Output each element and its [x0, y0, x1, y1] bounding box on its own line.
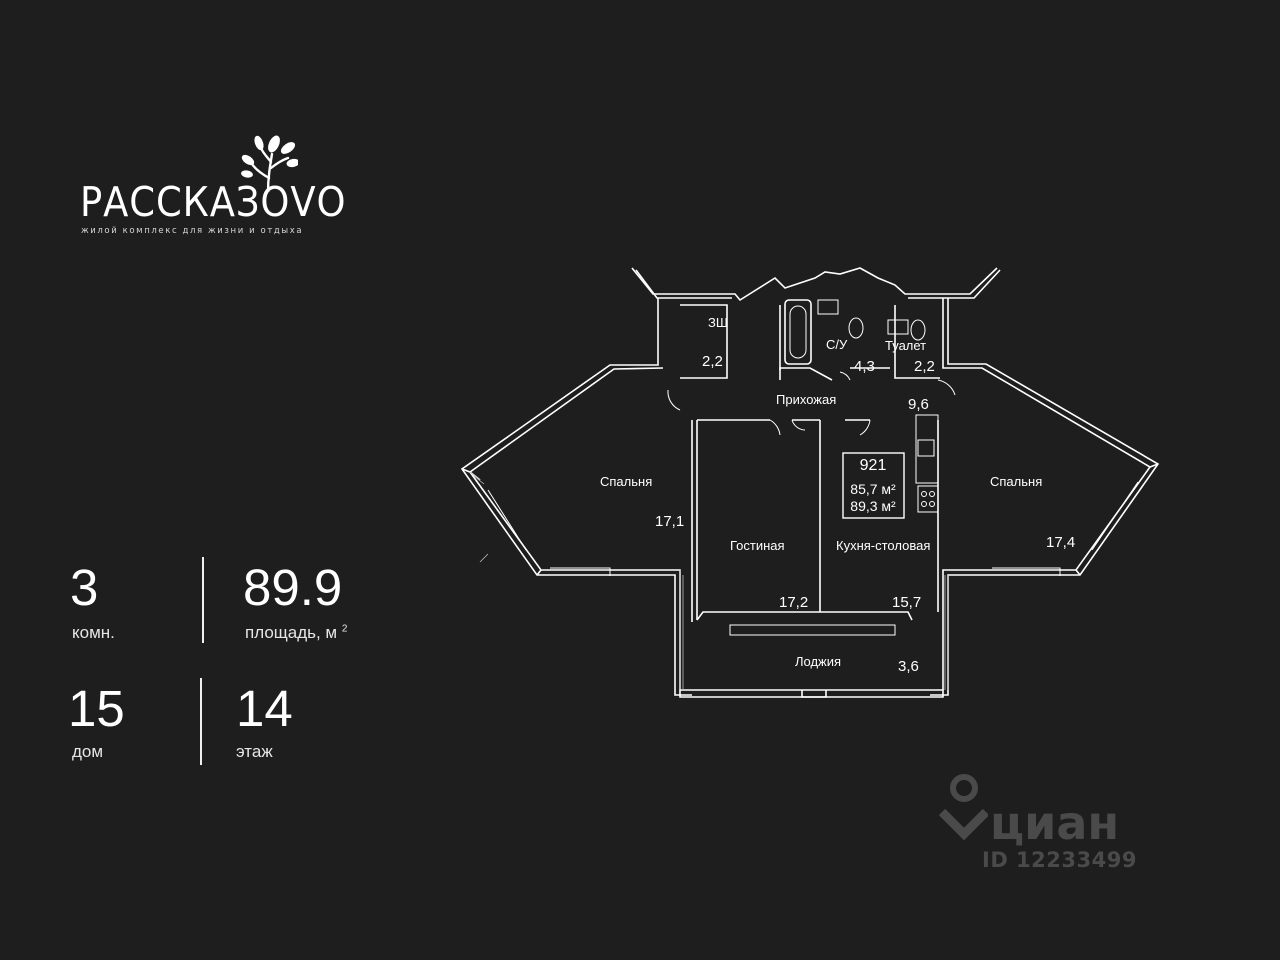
cian-watermark: циан ID 12233499 [938, 772, 1168, 882]
area-label: площадь, м 2 [245, 623, 347, 643]
plan-outer-wall [460, 298, 692, 696]
plan-door [859, 419, 871, 436]
room-area: 9,6 [908, 396, 929, 413]
floor-value: 14 [236, 680, 293, 737]
plan-door [791, 419, 806, 431]
stats-divider [200, 678, 202, 765]
watermark-listing-id: ID 12233499 [982, 848, 1137, 872]
plan-toilet [910, 319, 926, 341]
plan-window [1091, 481, 1139, 551]
room-label: Лоджия [795, 654, 841, 669]
area-value: 89.9 [243, 559, 343, 616]
area-label-text: площадь, м [245, 623, 338, 642]
room-label: Спальня [600, 474, 652, 489]
plan-loggia [729, 624, 896, 636]
room-area: 15,7 [892, 594, 921, 611]
apartment-number: 921 [860, 457, 887, 474]
plan-door [937, 379, 956, 396]
plan-door [667, 389, 681, 411]
room-area: 17,2 [779, 594, 808, 611]
room-label: Гостиная [730, 538, 785, 553]
plan-toilet [848, 317, 864, 339]
rooms-label: комн. [72, 623, 115, 642]
rooms-value: 3 [70, 559, 99, 616]
floor-label: этаж [236, 742, 273, 761]
plan-window-hatch [469, 471, 949, 690]
area-unit-exponent: 2 [341, 623, 348, 635]
room-area: 17,1 [655, 513, 684, 530]
plan-outer-wall [468, 367, 681, 690]
plan-outer-wall [631, 267, 998, 302]
room-label: Прихожая [776, 392, 836, 407]
apartment-area-total: 89,3 м² [850, 498, 896, 514]
plan-loggia [679, 689, 944, 698]
tree-icon [241, 135, 298, 192]
floor-plan: ЗШ 2,2 С/У 4,3 Туалет 2,2 Прихожая 9,6 С… [460, 267, 1160, 698]
plan-door [839, 371, 851, 381]
room-area: 17,4 [1046, 534, 1075, 551]
room-area: 2,2 [702, 353, 723, 370]
plan-outer-wall [930, 298, 1160, 696]
plan-window [992, 567, 1061, 576]
plan-wall [779, 367, 833, 381]
watermark-brand: циан [990, 796, 1120, 850]
building-label: дом [72, 742, 104, 761]
plan-window [487, 489, 527, 551]
plan-outer-wall [942, 298, 1152, 690]
logo-tagline: жилой комплекс для жизни и отдыха [81, 226, 304, 236]
plan-sink [817, 299, 839, 315]
location-pin-icon [938, 774, 988, 841]
room-label: Туалет [885, 338, 926, 353]
plan-stove [917, 485, 939, 513]
plan-window [550, 567, 611, 576]
room-area: 3,6 [898, 658, 919, 675]
apartment-area-living: 85,7 м² [850, 481, 896, 497]
plan-loggia-railing [801, 690, 827, 698]
room-area: 4,3 [854, 358, 875, 375]
plan-window [1075, 463, 1159, 576]
stats-divider [202, 557, 204, 643]
plan-outer-wall [635, 269, 1001, 299]
room-label: С/У [826, 337, 848, 352]
plan-bathtub-inner [789, 305, 807, 359]
plan-bathtub [784, 299, 812, 365]
room-label: Спальня [990, 474, 1042, 489]
plan-door [769, 419, 781, 436]
building-value: 15 [68, 680, 125, 737]
plan-sink [887, 319, 909, 335]
project-logo: РАССКАЗОVО жилой комплекс для жизни и от… [80, 134, 346, 244]
logo-wordmark: РАССКАЗОVО [80, 178, 347, 226]
room-label: Кухня-столовая [836, 538, 930, 553]
plan-loggia [696, 611, 913, 621]
plan-kitchen-sink [917, 439, 935, 457]
apartment-info-box [842, 452, 905, 519]
plan-wall [779, 305, 940, 379]
room-area: 2,2 [914, 358, 935, 375]
plan-kitchen-counter [915, 414, 939, 484]
room-label: ЗШ [708, 315, 728, 330]
plan-wall [680, 304, 728, 379]
